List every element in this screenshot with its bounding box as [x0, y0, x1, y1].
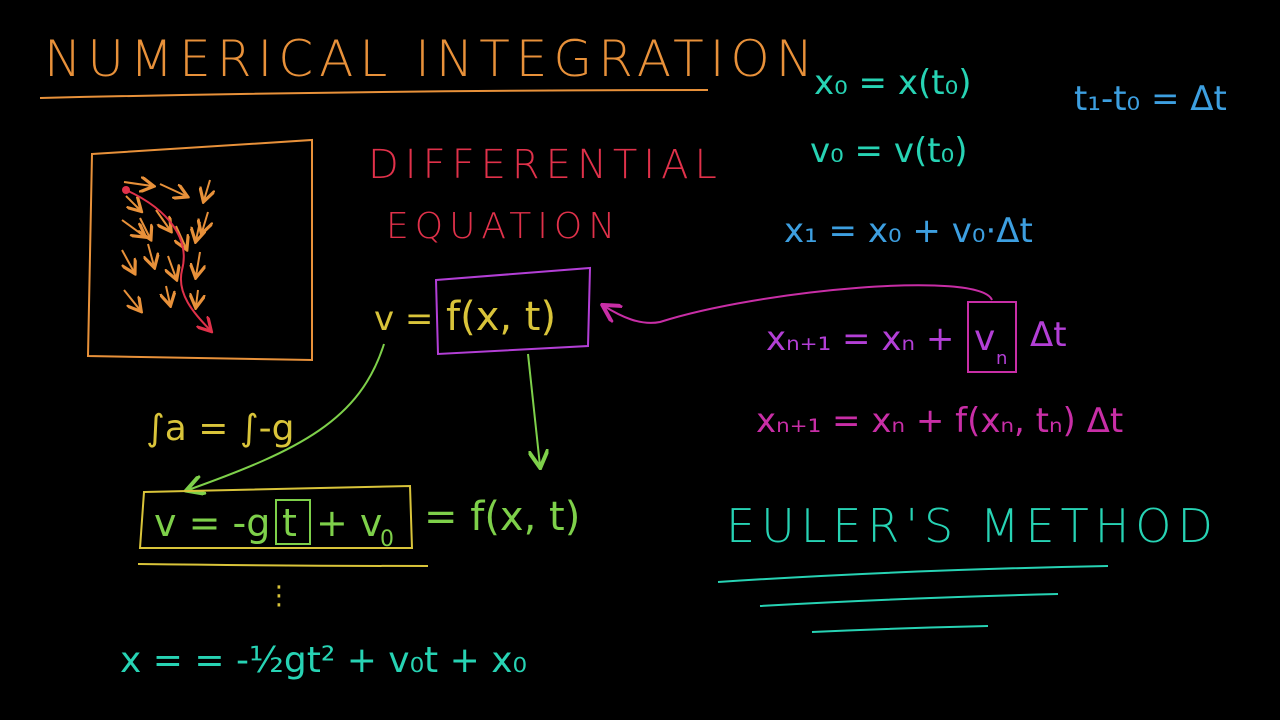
- x1-eq: x₁ = x₀ + v₀·Δt: [784, 211, 1033, 251]
- differential-label: DIFFERENTIAL: [368, 142, 723, 188]
- recurrence1-rhs: Δt: [1030, 315, 1067, 355]
- recurrence1-lhs: xₙ₊₁ = xₙ +: [766, 319, 954, 359]
- boxed-velocity-eq: v = -g t + v 0: [138, 484, 414, 552]
- green-arrow-left: [188, 343, 385, 490]
- f-box: [434, 266, 592, 356]
- x0-eq: x₀ = x(t₀): [814, 63, 971, 103]
- equation-label: EQUATION: [386, 206, 621, 247]
- boxed-eq-t: t: [282, 501, 297, 545]
- title: NUMERICAL INTEGRATION: [44, 30, 819, 88]
- magenta-arrow: [604, 284, 993, 324]
- green-arrow-down: [527, 353, 540, 466]
- v-equals: v =: [374, 299, 433, 339]
- position-eq: x = = -½gt² + v₀t + x₀: [120, 640, 527, 681]
- equals-f-x-t: = f(x, t): [424, 494, 580, 540]
- boxed-eq-sub: 0: [380, 527, 394, 552]
- euler-underlines: [717, 565, 1109, 633]
- boxed-eq-part2: + v: [316, 501, 382, 545]
- title-underline: [39, 89, 709, 99]
- integral-eq: ∫a = ∫-g: [146, 408, 294, 449]
- boxed-eq-part1: v = -g: [154, 501, 270, 545]
- vn-box: [967, 301, 1017, 373]
- dt-eq: t₁-t₀ = Δt: [1074, 79, 1227, 119]
- euler-method-title: EULER'S METHOD: [726, 499, 1219, 553]
- continuation-dots: ⋮: [266, 581, 292, 611]
- recurrence1-v-sub: n: [996, 348, 1007, 369]
- v0-eq: v₀ = v(t₀): [810, 131, 967, 171]
- f-x-t: f(x, t): [446, 294, 556, 340]
- direction-field-sketch: [86, 138, 313, 362]
- recurrence1-v: v: [974, 318, 995, 359]
- boxed-eq-underline: [137, 563, 429, 567]
- recurrence2: xₙ₊₁ = xₙ + f(xₙ, tₙ) Δt: [756, 401, 1123, 441]
